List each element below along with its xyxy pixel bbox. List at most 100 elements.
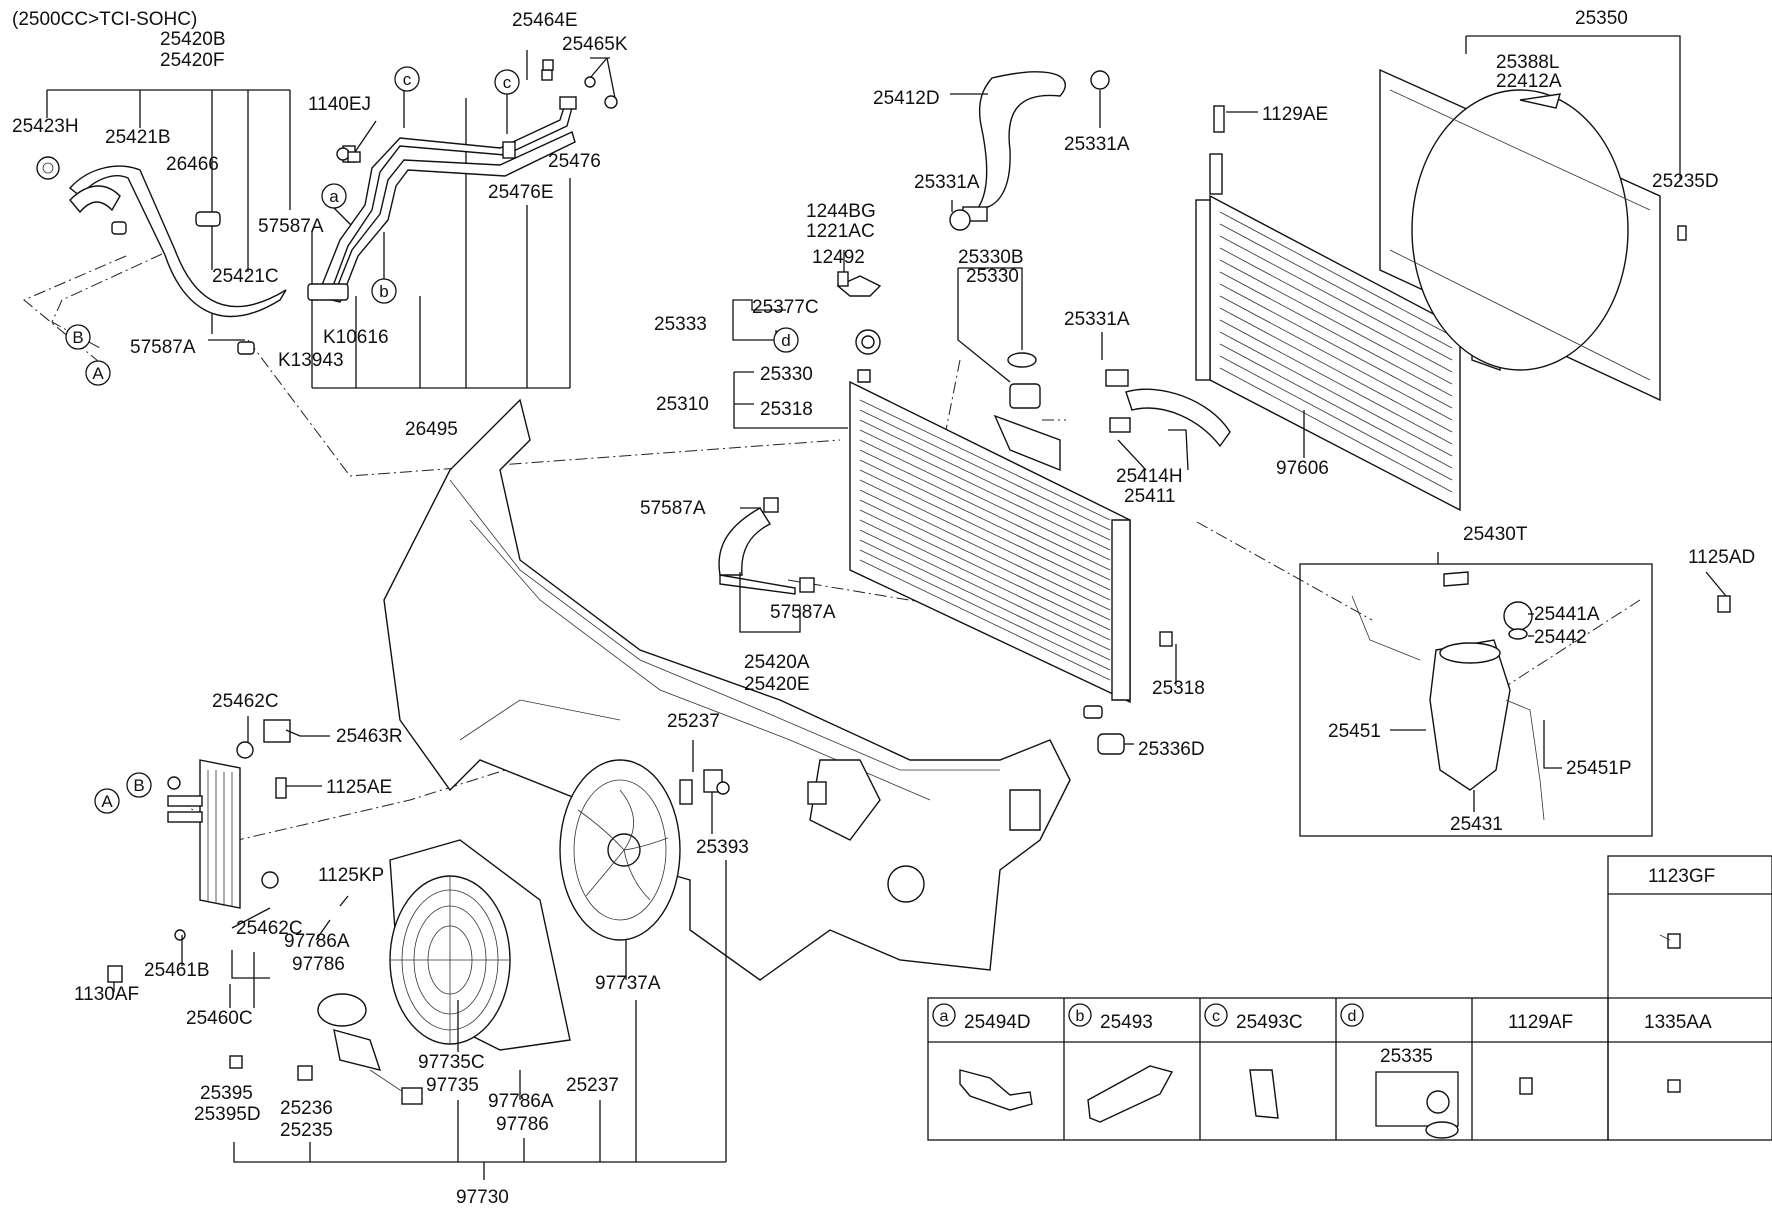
part-label-1221ac: 1221AC: [806, 221, 875, 242]
part-label-25330: 25330: [966, 266, 1019, 287]
callout-c: c: [394, 66, 420, 92]
part-label-25421c: 25421C: [212, 266, 279, 287]
part-label-25336d: 25336D: [1138, 739, 1205, 760]
legend-table: [927, 855, 1772, 1141]
legend-callout-letter: b: [1076, 1008, 1085, 1025]
fan-motor: [229, 993, 423, 1105]
radiator-cap: [836, 271, 1037, 368]
part-label-25462c: 25462C: [236, 918, 303, 939]
part-label-25388l: 25388L: [1496, 52, 1559, 73]
part-label-57587a: 57587A: [770, 602, 836, 623]
leader-lines: [46, 50, 616, 389]
legend-code-25493c: 25493C: [1236, 1012, 1303, 1033]
callout-circle: [371, 278, 397, 304]
part-label-97735c: 97735C: [418, 1052, 485, 1073]
callout-d: d: [773, 327, 799, 353]
part-label-97786: 97786: [292, 954, 345, 975]
part-label-97730: 97730: [456, 1187, 509, 1208]
part-label-12492: 12492: [812, 247, 865, 268]
legend-callout-letter: c: [1212, 1008, 1220, 1025]
part-label-26466: 26466: [166, 154, 219, 175]
callout-letter: B: [133, 776, 144, 795]
callout-circle: [773, 327, 799, 353]
part-label-25462c: 25462C: [212, 691, 279, 712]
main-leaders: [113, 35, 1727, 1180]
part-label-25236: 25236: [280, 1098, 333, 1119]
legend-callout-circle: [1204, 1003, 1228, 1027]
part-label-1130af: 1130AF: [74, 984, 139, 1005]
part-label-25411: 25411: [1124, 486, 1175, 507]
callout-circle: [85, 360, 111, 386]
part-label-25460c: 25460C: [186, 1008, 253, 1029]
part-label-25414h: 25414H: [1116, 466, 1183, 487]
part-label-25395: 25395: [200, 1083, 253, 1104]
part-label-25441a: 25441A: [1534, 604, 1600, 625]
legend-code-25493: 25493: [1100, 1012, 1153, 1033]
part-label-57587a: 57587A: [130, 337, 196, 358]
callout-letter: B: [72, 328, 83, 347]
oil-cooler-tubes: [307, 59, 618, 303]
transmission-oil-cooler: [107, 719, 291, 983]
part-label-25235d: 25235D: [1652, 171, 1719, 192]
callout-b: B: [126, 772, 152, 798]
legend-callout-letter: d: [1348, 1008, 1357, 1025]
part-label-25431: 25431: [1450, 814, 1503, 835]
part-label-25451: 25451: [1328, 721, 1381, 742]
part-label-25318: 25318: [1152, 678, 1205, 699]
callout-letter: d: [781, 331, 790, 350]
part-label-25412d: 25412D: [873, 88, 940, 109]
legend-callout-letter: a: [940, 1008, 949, 1025]
part-label-k10616: K10616: [323, 327, 389, 348]
part-label-25461b: 25461B: [144, 960, 210, 981]
callout-a: a: [321, 183, 347, 209]
engine-note: (2500CC>TCI-SOHC): [12, 9, 197, 30]
part-label-25420a: 25420A: [744, 652, 810, 673]
legend-code-1335aa: 1335AA: [1644, 1012, 1712, 1033]
part-label-25237: 25237: [667, 711, 720, 732]
part-label-25476: 25476: [548, 151, 601, 172]
part-label-25420b: 25420B: [160, 29, 226, 50]
part-number-labels: 25420B25420F25423H25421B2646657587A25421…: [12, 8, 1755, 1208]
part-label-57587a: 57587A: [640, 498, 706, 519]
part-label-25330b: 25330B: [958, 247, 1024, 268]
legend-top-cell-code: 1123GF: [1648, 866, 1715, 887]
part-label-k13943: K13943: [278, 350, 344, 371]
part-label-97786: 97786: [496, 1114, 549, 1135]
part-label-25331a: 25331A: [1064, 134, 1130, 155]
cooler-hose-assembly: [36, 156, 287, 355]
part-label-1244bg: 1244BG: [806, 201, 876, 222]
part-label-22412a: 22412A: [1496, 71, 1562, 92]
part-label-25430t: 25430T: [1463, 524, 1528, 545]
part-label-25420f: 25420F: [160, 50, 224, 71]
part-label-25393: 25393: [696, 837, 749, 858]
part-label-25465k: 25465K: [562, 34, 628, 55]
radiator-support-frame: [383, 398, 1071, 981]
callout-b: B: [65, 324, 91, 350]
part-label-97786a: 97786A: [488, 1091, 554, 1112]
reservoir-box: [1299, 552, 1731, 837]
callout-letter: c: [503, 73, 512, 92]
callout-c: c: [494, 69, 520, 95]
part-label-25451p: 25451P: [1566, 758, 1632, 779]
part-label-25395d: 25395D: [194, 1104, 261, 1125]
callout-circle: [394, 66, 420, 92]
callout-letter: c: [403, 70, 412, 89]
part-label-25331a: 25331A: [914, 172, 980, 193]
callout-circle: [126, 772, 152, 798]
legend-code-1129af: 1129AF: [1508, 1012, 1573, 1033]
cooling-fan: [559, 759, 730, 941]
part-label-25330: 25330: [760, 364, 813, 385]
part-label-25442: 25442: [1534, 627, 1587, 648]
legend-callout-circle: [1340, 1003, 1364, 1027]
part-label-25463r: 25463R: [336, 726, 403, 747]
condenser-fan-shroud: [389, 839, 571, 1051]
part-label-25310: 25310: [656, 394, 709, 415]
part-label-25464e: 25464E: [512, 10, 578, 31]
fan-shroud-upper: [1379, 68, 1687, 402]
radiator: [849, 369, 1173, 755]
part-label-97786a: 97786A: [284, 931, 350, 952]
part-label-25421b: 25421B: [105, 127, 171, 148]
